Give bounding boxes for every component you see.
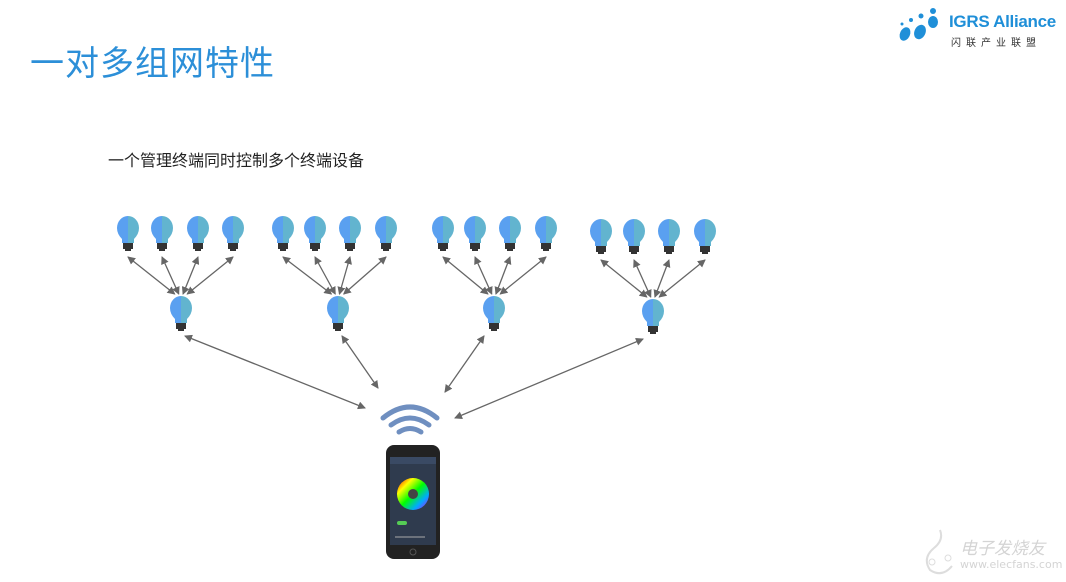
double-arrow-icon	[282, 256, 333, 295]
logo-name: IGRS Alliance	[949, 12, 1056, 31]
igrs-logo-icon	[899, 8, 938, 41]
light-bulb-icon	[623, 219, 645, 254]
double-arrow-icon	[600, 259, 648, 298]
light-bulb-icon	[590, 219, 612, 254]
hub-light-bulb-icon	[170, 296, 192, 331]
double-arrow-icon	[337, 256, 352, 295]
double-arrow-icon	[454, 338, 644, 419]
light-bulb-icon	[222, 216, 244, 251]
logo-chinese: 闪联产业联盟	[951, 38, 1041, 49]
double-arrow-icon	[341, 335, 379, 389]
watermark-logo-icon	[925, 529, 953, 575]
double-arrow-icon	[442, 256, 489, 295]
light-bulb-icon	[658, 219, 680, 254]
light-bulb-icon	[499, 216, 521, 251]
watermark-url: www.elecfans.com	[960, 558, 1063, 571]
light-bulb-icon	[694, 219, 716, 254]
slide-title: 一对多组网特性	[30, 44, 275, 84]
light-bulb-icon	[151, 216, 173, 251]
double-arrow-icon	[444, 335, 485, 393]
smartphone-icon	[386, 445, 440, 559]
double-arrow-icon	[186, 256, 234, 295]
double-arrow-icon	[474, 256, 493, 295]
double-arrow-icon	[181, 256, 200, 295]
light-bulb-icon	[117, 216, 139, 251]
light-bulb-icon	[464, 216, 486, 251]
light-bulb-icon	[272, 216, 294, 251]
hub-light-bulb-icon	[327, 296, 349, 331]
light-bulb-icon	[339, 216, 361, 251]
slide-subtitle: 一个管理终端同时控制多个终端设备	[108, 151, 365, 170]
double-arrow-icon	[314, 256, 336, 295]
hub-light-bulb-icon	[483, 296, 505, 331]
light-bulb-icon	[375, 216, 397, 251]
double-arrow-icon	[499, 256, 547, 295]
watermark-chinese: 电子发烧友	[960, 539, 1045, 559]
igrs-logo: IGRS Alliance 闪联产业联盟	[893, 4, 1063, 49]
light-bulb-icon	[432, 216, 454, 251]
double-arrow-icon	[343, 256, 387, 295]
double-arrow-icon	[633, 259, 652, 298]
watermark: 电子发烧友 www.elecfans.com	[920, 528, 1062, 582]
hub-light-bulb-icon	[642, 299, 664, 334]
light-bulb-icon	[187, 216, 209, 251]
double-arrow-icon	[161, 256, 180, 295]
light-bulb-icon	[304, 216, 326, 251]
double-arrow-icon	[184, 334, 366, 410]
light-bulb-icon	[535, 216, 557, 251]
double-arrow-icon	[127, 256, 176, 295]
double-arrow-icon	[658, 259, 706, 298]
wifi-icon	[380, 404, 440, 435]
